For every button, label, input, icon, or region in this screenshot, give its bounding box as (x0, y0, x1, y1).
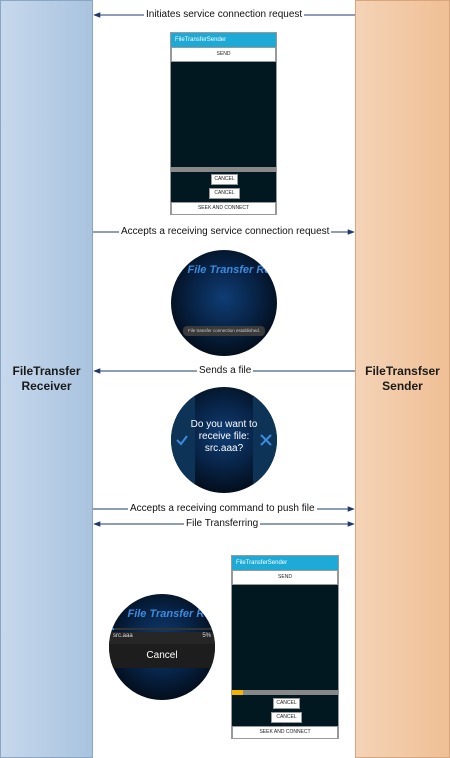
cancel-all-button[interactable]: CANCEL ALL (209, 188, 240, 205)
progress-fill (232, 690, 243, 695)
send-button[interactable]: SEND (171, 47, 276, 62)
app-title-bar: FileTransferSender (171, 33, 276, 47)
message-accept-push: Accepts a receiving command to push file (128, 503, 317, 515)
sender-phone-screen-1: FileTransferSender SEND CANCEL CANCEL AL… (170, 32, 277, 215)
send-button[interactable]: SEND (232, 570, 338, 585)
progress-track (232, 690, 338, 695)
cancel-button[interactable]: Cancel (109, 644, 215, 668)
close-icon[interactable] (259, 433, 273, 447)
progress-percent: 5% (202, 633, 211, 639)
app-title-bar: FileTransferSender (232, 556, 338, 570)
receiver-watch-connection: File Transfer Rec File transfer connecti… (171, 250, 277, 356)
receive-file-question: Do you want to receive file: src.aaa? (190, 419, 258, 454)
cancel-button[interactable]: CANCEL (211, 174, 238, 185)
watch-app-title: File Transfer Rec (127, 608, 215, 620)
seek-and-connect-button[interactable]: SEEK AND CONNECT (171, 202, 276, 215)
receiver-watch-prompt: Do you want to receive file: src.aaa? (171, 387, 277, 493)
connection-toast: File transfer connection established. (183, 326, 265, 336)
cancel-all-button[interactable]: CANCEL ALL (271, 712, 302, 729)
seek-and-connect-button[interactable]: SEEK AND CONNECT (232, 726, 338, 739)
progress-track (171, 167, 276, 172)
receive-progress-track (109, 628, 215, 630)
file-row: src.aaa 5% (109, 632, 215, 644)
receive-progress-fill (109, 628, 115, 630)
sender-label: FileTransfser Sender (365, 364, 440, 393)
receiver-watch-progress: File Transfer Rec src.aaa 5% Cancel (109, 594, 215, 700)
file-name: src.aaa (113, 633, 133, 639)
message-file-transferring: File Transferring (184, 518, 261, 530)
message-initiate: Initiates service connection request (144, 9, 305, 21)
message-accept-connection: Accepts a receiving service connection r… (119, 226, 332, 238)
watch-app-title: File Transfer Rec (187, 264, 277, 276)
cancel-button[interactable]: CANCEL (273, 698, 300, 709)
check-icon[interactable] (175, 433, 189, 447)
receiver-lane: FileTransfer Receiver (0, 0, 93, 758)
message-sends-file: Sends a file (197, 365, 254, 377)
sender-phone-screen-2: FileTransferSender SEND CANCEL CANCEL AL… (231, 555, 339, 739)
receiver-label: FileTransfer Receiver (12, 364, 81, 393)
